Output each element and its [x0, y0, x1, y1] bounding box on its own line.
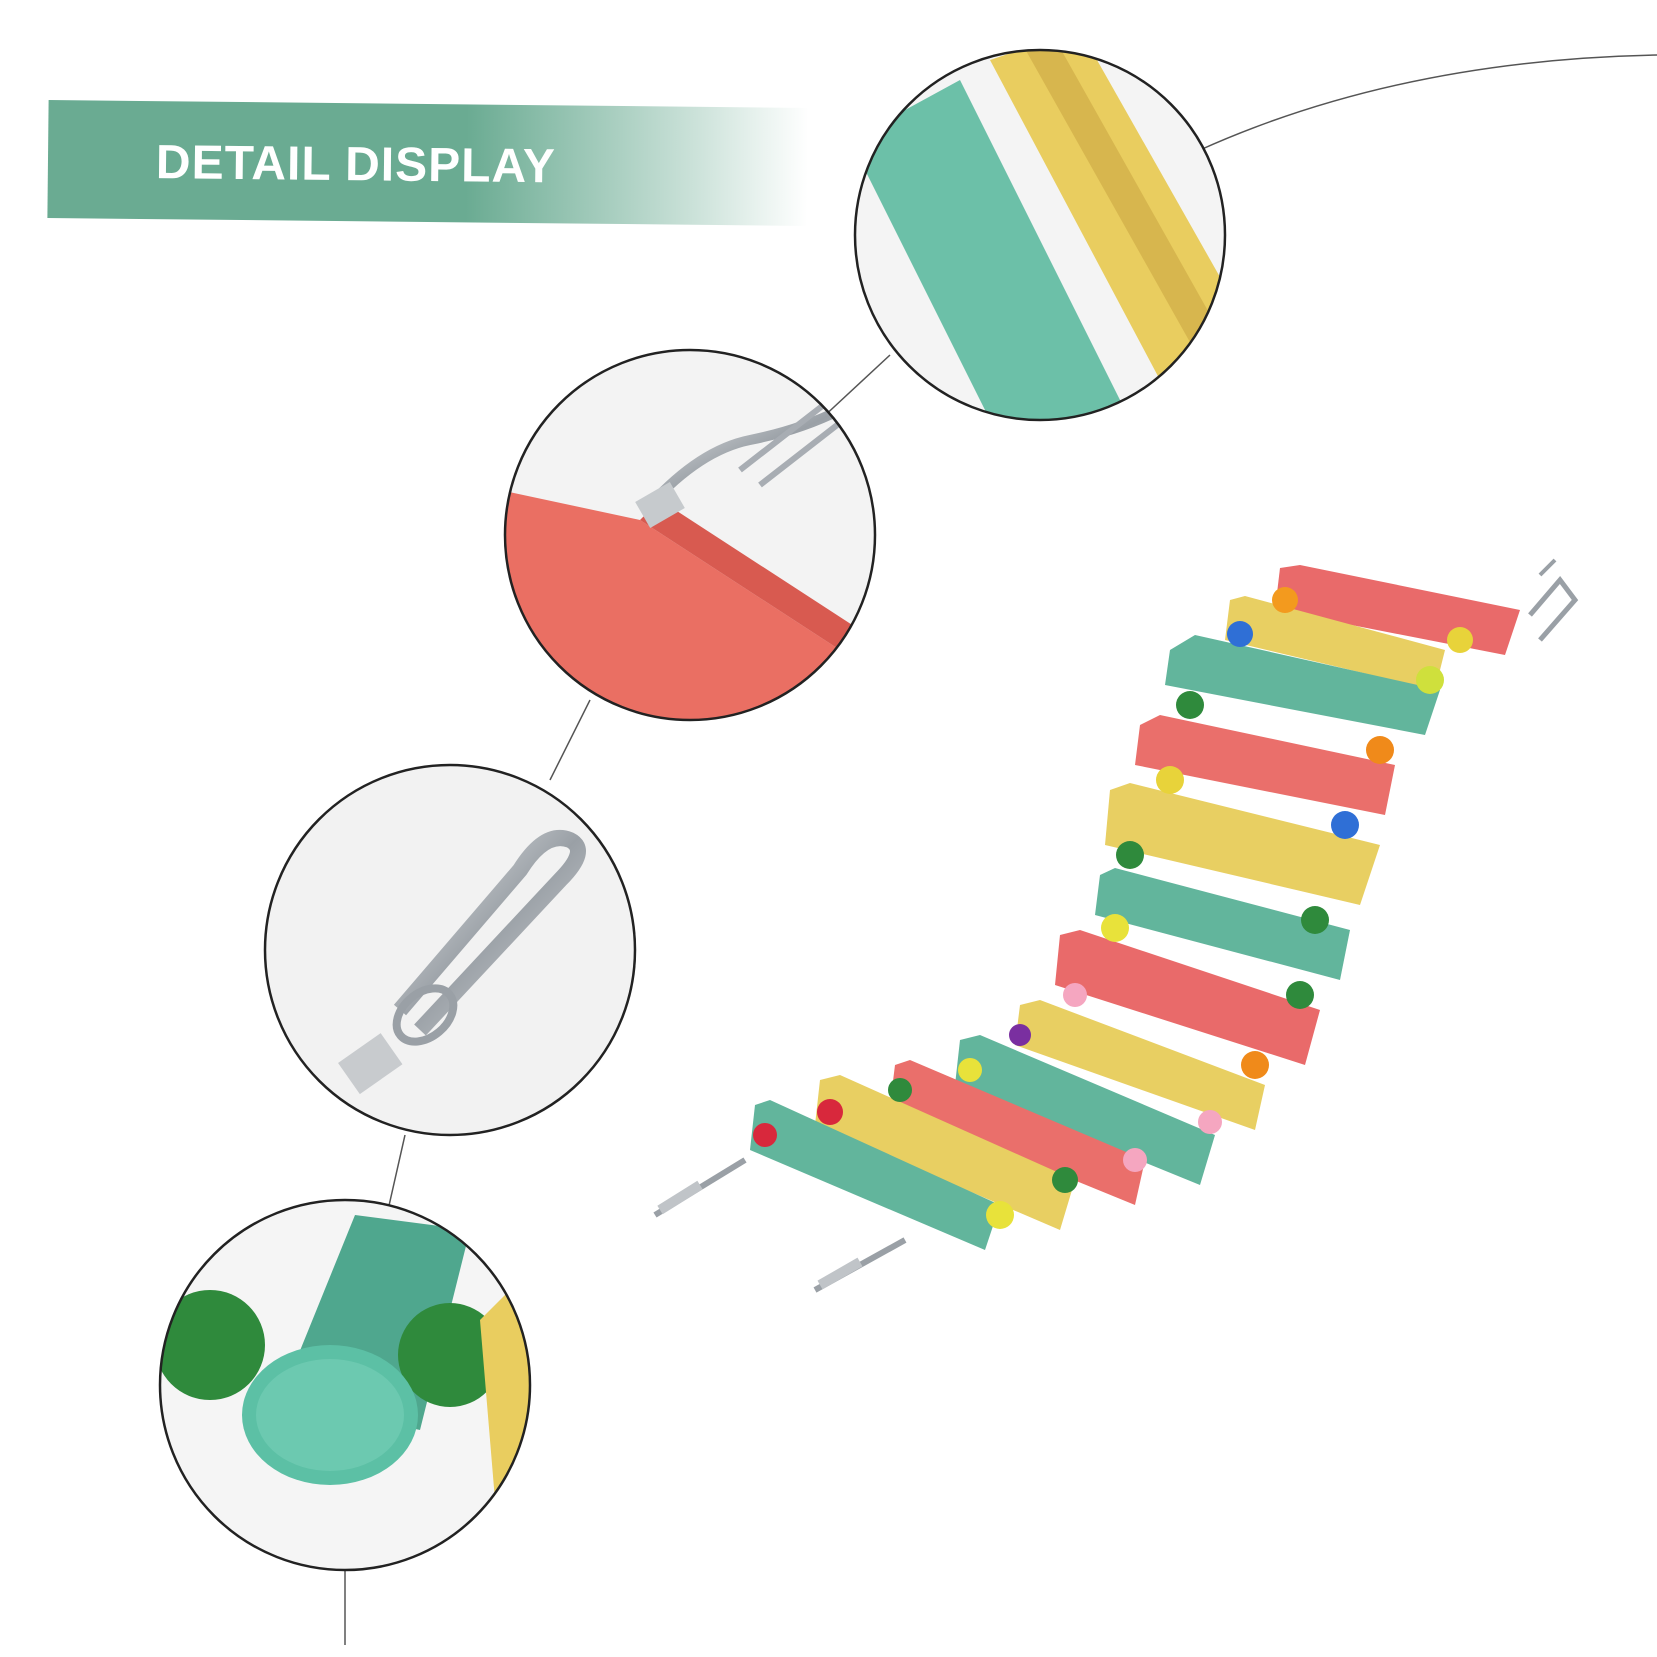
clip-and-plank-closeup	[503, 348, 877, 722]
rung-end-and-beads-closeup	[158, 1198, 532, 1572]
connector-lines	[344, 54, 1657, 1645]
wood-rungs-closeup	[853, 48, 1227, 422]
colorful-wooden-ladder-bridge	[653, 558, 1579, 1293]
snap-hook-closeup	[263, 763, 637, 1137]
